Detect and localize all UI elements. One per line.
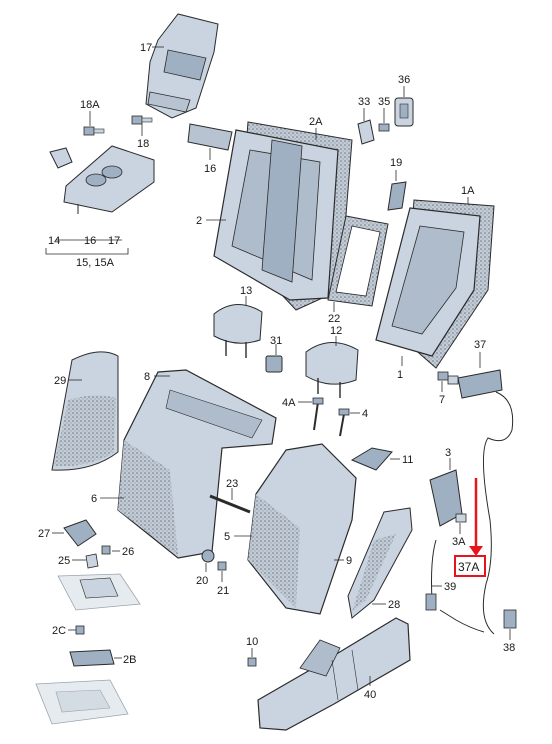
part-20-nut bbox=[201, 549, 215, 563]
label-7: 7 bbox=[439, 394, 445, 406]
part-39-cable bbox=[425, 539, 485, 633]
label-2: 2 bbox=[196, 215, 202, 227]
label-33: 33 bbox=[358, 96, 370, 108]
part-2B-floor-area bbox=[35, 679, 129, 725]
label-38: 38 bbox=[503, 642, 515, 654]
part-12-headrest bbox=[305, 342, 359, 398]
label-2C: 2C bbox=[52, 625, 66, 637]
part-7-screw bbox=[437, 371, 449, 381]
label-6: 6 bbox=[91, 493, 97, 505]
part-1-backrest-frame bbox=[375, 207, 481, 357]
part-26-screw bbox=[101, 545, 111, 555]
part-36-clip bbox=[394, 97, 414, 127]
label-21: 21 bbox=[217, 585, 229, 597]
part-33-bracket bbox=[357, 119, 375, 145]
part-19-latch bbox=[387, 181, 407, 211]
label-1: 1 bbox=[397, 369, 403, 381]
label-23: 23 bbox=[226, 478, 238, 490]
part-16-pad bbox=[187, 123, 233, 151]
label-35: 35 bbox=[378, 96, 390, 108]
part-18-screw bbox=[131, 115, 153, 125]
label-12: 12 bbox=[330, 325, 342, 337]
part-14-clip bbox=[49, 147, 73, 169]
label-17: 17 bbox=[140, 42, 152, 54]
label-20: 20 bbox=[196, 575, 208, 587]
part-2C-screw bbox=[75, 625, 85, 635]
label-18: 18 bbox=[137, 138, 149, 150]
part-31-button bbox=[265, 355, 283, 373]
part-27-cover bbox=[63, 519, 97, 547]
label-3: 3 bbox=[445, 447, 451, 459]
label-4: 4 bbox=[362, 408, 368, 420]
part-3A-screw bbox=[455, 513, 467, 523]
label-28: 28 bbox=[388, 599, 400, 611]
highlight-37A-callout: 37A bbox=[454, 478, 486, 577]
label-2B: 2B bbox=[123, 654, 136, 666]
part-10-screw bbox=[247, 657, 257, 667]
label-37: 37 bbox=[474, 339, 486, 351]
label-15-15A: 15, 15A bbox=[76, 257, 115, 269]
part-29-side-bolster bbox=[51, 351, 119, 471]
part-23-strip bbox=[209, 494, 251, 514]
part-2-backrest-frame bbox=[213, 129, 339, 301]
label-9: 9 bbox=[346, 555, 352, 567]
label-37A: 37A bbox=[458, 560, 479, 574]
part-2B-hinge bbox=[69, 649, 115, 667]
part-18A-screw bbox=[83, 126, 105, 136]
part-37-lock bbox=[447, 369, 514, 635]
highlight-box-37A bbox=[454, 555, 486, 577]
label-31: 31 bbox=[270, 335, 282, 347]
label-2A: 2A bbox=[309, 116, 323, 128]
label-29: 29 bbox=[54, 375, 66, 387]
label-26: 26 bbox=[122, 546, 134, 558]
label-13: 13 bbox=[240, 285, 252, 297]
label-3A: 3A bbox=[452, 536, 466, 548]
label-27: 27 bbox=[38, 528, 50, 540]
part-22-frame bbox=[327, 215, 389, 307]
label-5: 5 bbox=[224, 531, 230, 543]
label-16-armrest: 16 bbox=[84, 235, 96, 247]
part-5-seat-cushion bbox=[247, 443, 357, 615]
part-25-clip bbox=[85, 553, 99, 569]
part-4-guide bbox=[338, 408, 350, 437]
label-36: 36 bbox=[398, 74, 410, 86]
part-40-ski-bag bbox=[257, 617, 411, 731]
part-35-screw bbox=[378, 123, 390, 132]
part-11-plate bbox=[350, 447, 393, 471]
part-17-bracket bbox=[145, 13, 219, 119]
label-16: 16 bbox=[204, 163, 216, 175]
label-22: 22 bbox=[328, 313, 340, 325]
label-17-armrest: 17 bbox=[108, 235, 120, 247]
part-armrest-cupholder bbox=[63, 145, 155, 214]
label-39: 39 bbox=[444, 581, 456, 593]
part-4A-guide bbox=[312, 397, 324, 431]
label-4A: 4A bbox=[282, 397, 296, 409]
label-40: 40 bbox=[364, 689, 376, 701]
label-14: 14 bbox=[48, 235, 60, 247]
part-25-mount-area bbox=[57, 573, 141, 611]
label-25: 25 bbox=[58, 555, 70, 567]
part-13-headrest bbox=[213, 304, 263, 358]
label-10: 10 bbox=[246, 636, 258, 648]
part-21-screw bbox=[217, 561, 227, 571]
part-38-clip bbox=[503, 609, 517, 629]
part-6-backrest-cushion bbox=[117, 369, 277, 559]
label-11: 11 bbox=[402, 454, 413, 466]
label-18A: 18A bbox=[80, 99, 100, 111]
part-28-side-panel bbox=[347, 507, 413, 619]
label-8: 8 bbox=[144, 371, 150, 383]
label-1A: 1A bbox=[461, 185, 475, 197]
label-19: 19 bbox=[390, 157, 402, 169]
